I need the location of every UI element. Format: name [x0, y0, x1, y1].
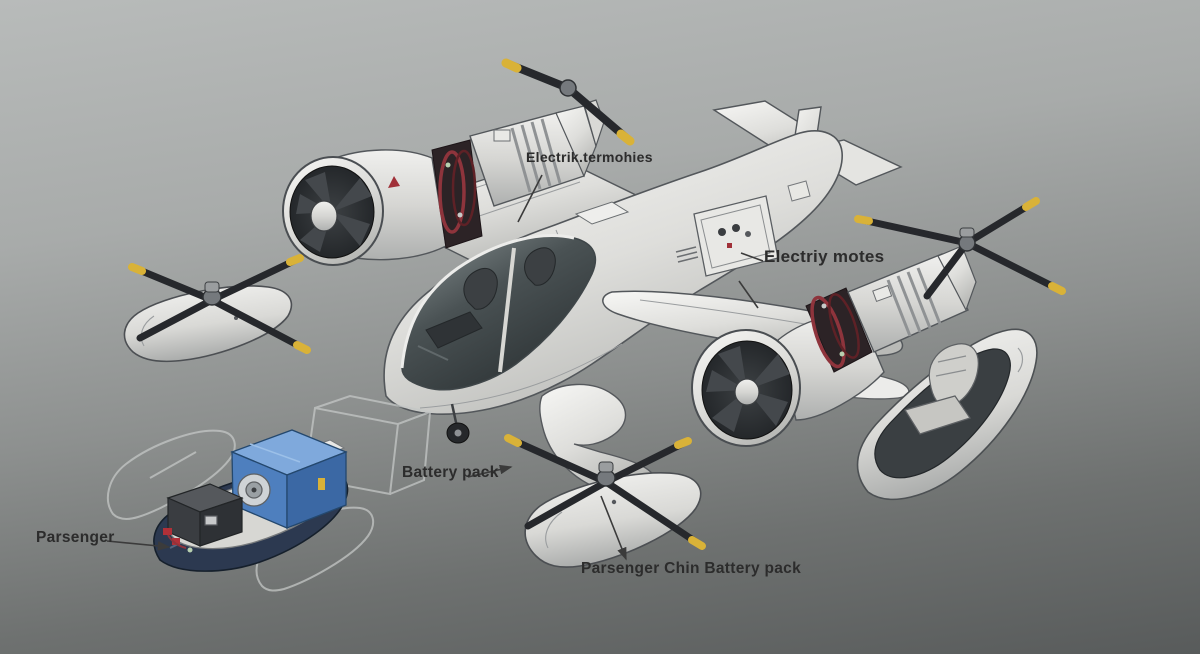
bottom-rotor-pod	[504, 434, 706, 568]
leader-lines	[106, 174, 764, 561]
control-module	[166, 483, 244, 547]
roof-hatch	[574, 201, 630, 225]
motor-coil-right	[805, 287, 873, 373]
label-passenger: Parsenger	[36, 529, 115, 546]
nose-gear	[446, 403, 470, 444]
label-cabin-battery: Parsenger Chin Battery pack	[581, 560, 802, 577]
canopy	[400, 234, 597, 391]
ducted-fan-right	[691, 313, 885, 447]
prop-hub-top	[559, 79, 577, 97]
ducted-fan-left	[282, 149, 447, 266]
tail-hatch	[787, 180, 811, 202]
arrow-cabin-battery	[600, 495, 627, 561]
arrow-battery-pack	[467, 464, 513, 478]
seat	[904, 343, 979, 435]
label-electric-motors-top: Electrik.termohies	[526, 149, 653, 165]
canopy-pillar	[498, 247, 516, 373]
battery-box	[230, 429, 348, 529]
red-connector	[163, 528, 193, 553]
left-rotor-pod	[123, 254, 311, 363]
propeller-top	[501, 58, 635, 146]
warning-mark	[388, 176, 400, 188]
label-battery-pack: Battery pack	[402, 464, 499, 481]
arrow-passenger	[106, 540, 171, 551]
seat-pod	[856, 328, 1038, 500]
propeller-left-pod	[128, 254, 311, 354]
battery-sled-assembly	[106, 394, 434, 592]
propeller-bottom	[504, 434, 706, 550]
leader-electric-motors-right-b	[738, 280, 759, 309]
leader-electric-motors-right-a	[740, 252, 764, 262]
label-electric-motors-right: Electriy motes	[764, 247, 885, 266]
cockpit-seats	[425, 247, 556, 349]
access-panel	[693, 195, 779, 277]
leader-electric-motors-top	[517, 174, 543, 223]
propeller-right	[854, 197, 1066, 300]
vent-grille	[675, 246, 699, 263]
electric-motor-left	[469, 99, 605, 207]
motor-coil-left	[431, 139, 483, 249]
